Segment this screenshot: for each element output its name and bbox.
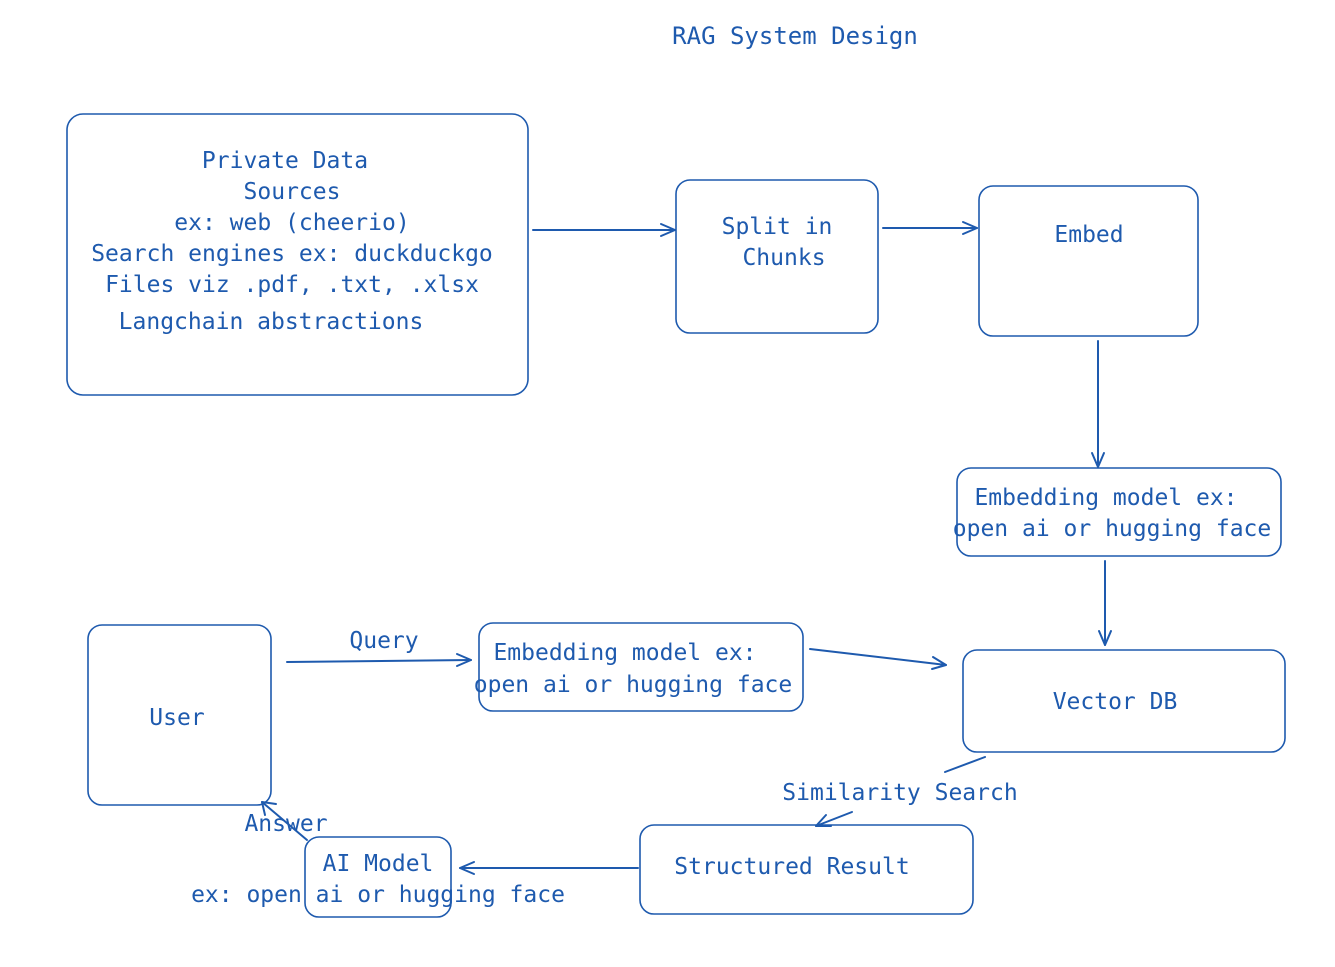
edge-embed-to-embedding-model	[1091, 340, 1105, 468]
embedding-docs-line-1: Embedding model ex:	[974, 485, 1237, 511]
node-embedding-docs-box	[956, 467, 1282, 557]
ai-model-line-2: ex: open ai or hugging face	[191, 882, 565, 908]
ai-model-line-1: AI Model	[323, 851, 434, 877]
node-embedding-query-box	[478, 622, 804, 712]
diagram-title: RAG System Design	[672, 22, 918, 50]
node-vector-db[interactable]: Vector DB	[962, 649, 1286, 753]
node-vector-db-box	[962, 649, 1286, 753]
node-split-box	[675, 179, 879, 334]
edge-vector-db-to-structured-result: Similarity Search	[782, 756, 1018, 827]
node-embed[interactable]: Embed	[978, 185, 1199, 337]
private-data-line-4: Search engines ex: duckduckgo	[91, 241, 493, 267]
private-data-line-1: Private Data	[202, 148, 368, 174]
vector-db-label: Vector DB	[1053, 689, 1178, 715]
private-data-line-2: Sources	[244, 179, 341, 205]
private-data-line-6: Langchain abstractions	[119, 309, 424, 335]
edge-label-similarity-search: Similarity Search	[782, 780, 1017, 806]
embedding-query-line-2: open ai or hugging face	[474, 672, 793, 698]
private-data-line-3: ex: web (cheerio)	[174, 210, 409, 236]
node-ai-model[interactable]: AI Model ex: open ai or hugging face	[191, 836, 565, 918]
embed-label: Embed	[1054, 222, 1123, 248]
structured-result-label: Structured Result	[674, 854, 909, 880]
edge-label-answer: Answer	[244, 811, 327, 837]
node-structured-result[interactable]: Structured Result	[639, 824, 974, 915]
node-ai-model-box	[304, 836, 452, 918]
node-split-in-chunks[interactable]: Split in Chunks	[675, 179, 879, 334]
edge-private-data-to-split	[532, 223, 676, 237]
node-user-box	[87, 624, 272, 806]
edge-embedding-model-to-vector-db-query	[809, 648, 947, 670]
node-structured-result-box	[639, 824, 974, 915]
node-user[interactable]: User	[87, 624, 272, 806]
edge-label-query: Query	[349, 628, 418, 654]
node-private-data-box	[66, 113, 529, 396]
private-data-line-5: Files viz .pdf, .txt, .xlsx	[105, 272, 479, 298]
edge-structured-result-to-ai-model	[459, 861, 639, 875]
edge-ai-model-to-user: Answer	[244, 801, 328, 841]
node-embed-box	[978, 185, 1199, 337]
split-line-2: Chunks	[742, 245, 825, 271]
embedding-query-line-1: Embedding model ex:	[493, 640, 756, 666]
user-label: User	[149, 705, 204, 731]
edge-user-to-embedding-model: Query	[286, 628, 472, 667]
node-private-data-sources[interactable]: Private Data Sources ex: web (cheerio) S…	[66, 113, 529, 396]
split-line-1: Split in	[722, 214, 833, 240]
embedding-docs-line-2: open ai or hugging face	[953, 516, 1272, 542]
node-embedding-model-query[interactable]: Embedding model ex: open ai or hugging f…	[474, 622, 804, 712]
edge-split-to-embed	[882, 221, 978, 235]
node-embedding-model-docs[interactable]: Embedding model ex: open ai or hugging f…	[953, 467, 1282, 557]
edge-embedding-model-to-vector-db	[1098, 560, 1112, 646]
